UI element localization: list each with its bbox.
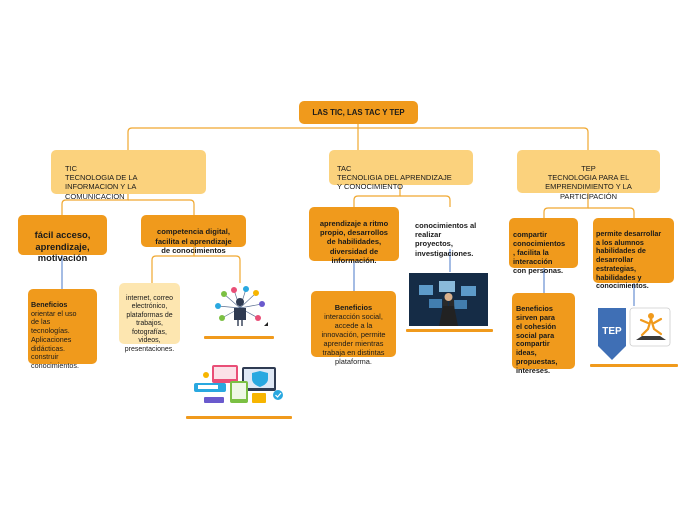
tep-beneficios-node[interactable]: Beneficios sirven para el cohesión socia… <box>512 293 575 375</box>
tep-badge-text: TEP <box>602 326 622 337</box>
tic-competencia-node[interactable]: competencia digital, facilita el aprendi… <box>141 215 246 255</box>
tic-internet-node[interactable]: internet, correo electrónico, plataforma… <box>119 283 180 353</box>
tep-compartir-label: compartir conocimientos , facilita la in… <box>513 230 566 276</box>
branch-tep[interactable]: TEP TECNOLOGIA PARA EL EMPRENDIMIENTO Y … <box>517 150 660 201</box>
tic-facil-node[interactable]: fácil acceso, aprendizaje, motivación <box>18 215 107 263</box>
link-tac-conocimientos <box>400 195 451 207</box>
tic-internet-label: internet, correo electrónico, plataforma… <box>124 294 175 353</box>
tac-technology-photo <box>409 273 488 326</box>
root-label: LAS TIC, LAS TAC Y TEP <box>312 108 405 117</box>
tep-beneficios-label: Beneficios sirven para el cohesión socia… <box>516 303 558 376</box>
tac-aprendizaje-node[interactable]: aprendizaje a ritmo propio, desarrollos … <box>309 207 399 265</box>
tic-beneficios-text: orientar el uso de las tecnologías. Apli… <box>31 308 79 371</box>
tic-facil-label: fácil acceso, aprendizaje, motivación <box>34 229 91 263</box>
tac-conocimientos-label: conocimientos al realizar proyectos, inv… <box>415 221 477 258</box>
branch-tac[interactable]: TAC TECNOLIGIA DEL APRENDIZAJE Y CONOCIM… <box>329 150 473 191</box>
tic-devices-illustration <box>194 365 283 403</box>
tac-beneficios-text: interacción social, accede a la innovaci… <box>321 312 386 367</box>
tic-network-illustration <box>215 286 268 326</box>
tep-permite-node[interactable]: permite desarrollar a los alumnos habili… <box>593 218 674 290</box>
link-tep-permite <box>588 207 635 218</box>
tic-network-underline <box>204 336 274 339</box>
root-node[interactable]: LAS TIC, LAS TAC Y TEP <box>299 101 418 124</box>
link-root-tic <box>127 124 359 150</box>
link-tic-facil <box>61 194 129 215</box>
branch-tic-label: TIC TECNOLOGIA DE LA INFORMACION Y LA CO… <box>65 164 138 201</box>
tep-permite-label: permite desarrollar a los alumnos habili… <box>596 228 662 291</box>
link-tac-aprendizaje <box>353 185 401 207</box>
tac-photo-underline <box>406 329 493 332</box>
tep-compartir-node[interactable]: compartir conocimientos , facilita la in… <box>509 218 578 275</box>
link-competencia-image <box>194 255 241 283</box>
tac-conocimientos-node[interactable]: conocimientos al realizar proyectos, inv… <box>410 210 490 257</box>
tic-beneficios-title: Beneficios <box>31 299 68 309</box>
branch-tep-label: TEP TECNOLOGIA PARA EL EMPRENDIMIENTO Y … <box>545 164 632 201</box>
link-competencia-internet <box>151 247 195 283</box>
tic-devices-underline <box>186 416 292 419</box>
link-tep-compartir <box>543 193 589 218</box>
tep-arrow-badge-icon: TEP <box>598 307 671 360</box>
tac-aprendizaje-label: aprendizaje a ritmo propio, desarrollos … <box>319 219 389 265</box>
link-root-tep <box>358 127 589 150</box>
tep-badge-underline <box>590 364 678 367</box>
tic-competencia-label: competencia digital, facilita el aprendi… <box>155 227 232 255</box>
tac-beneficios-title: Beneficios <box>334 303 373 313</box>
link-tic-competencia <box>128 199 195 215</box>
branch-tac-label: TAC TECNOLIGIA DEL APRENDIZAJE Y CONOCIM… <box>337 164 452 192</box>
branch-tic[interactable]: TIC TECNOLOGIA DE LA INFORMACION Y LA CO… <box>51 150 206 201</box>
